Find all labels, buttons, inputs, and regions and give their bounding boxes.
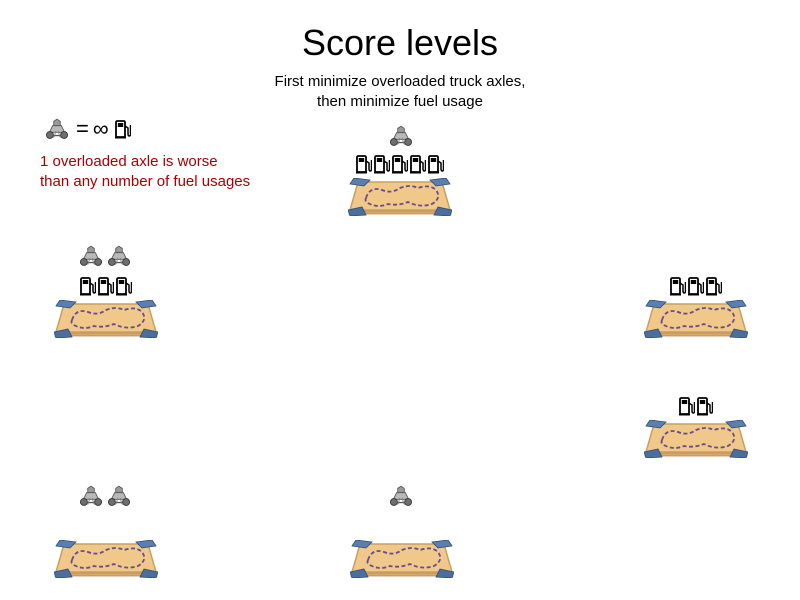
fuel-usage-row [356,154,446,174]
overloaded-axle-row [388,124,416,148]
fuel-pump-icon [392,154,408,174]
map-icon [54,300,158,338]
overloaded-axle-row [78,484,134,508]
fuel-pump-icon [98,276,114,296]
overloaded-axle-icon [44,117,70,141]
fuel-pump-icon [80,276,96,296]
map-icon [54,540,158,578]
subtitle-line-2: then minimize fuel usage [317,93,483,110]
map-icon [644,420,748,458]
fuel-pump-icon [410,154,426,174]
map-icon [644,300,748,338]
fuel-pump-icon [697,396,713,416]
note-line-2: than any number of fuel usages [40,173,251,190]
legend-equals: = [76,116,89,141]
map-icon [350,540,454,578]
fuel-pump-icon [706,276,722,296]
page-title: Score levels [301,22,499,63]
note-text: 1 overloaded axle is worse than any numb… [40,152,250,192]
overloaded-axle-row [78,244,134,268]
overloaded-axle-icon [78,484,104,508]
fuel-pump-icon [670,276,686,296]
overloaded-axle-icon [388,484,414,508]
fuel-pump-icon [356,154,372,174]
overloaded-axle-icon [106,244,132,268]
fuel-pump-icon [374,154,390,174]
page-subtitle: First minimize overloaded truck axles, t… [0,72,800,112]
overloaded-axle-icon [388,124,414,148]
overloaded-axle-icon [78,244,104,268]
map-icon [348,178,452,216]
note-line-1: 1 overloaded axle is worse [40,153,218,170]
overloaded-axle-icon [106,484,132,508]
fuel-pump-icon [428,154,444,174]
fuel-usage-row [679,396,715,416]
fuel-pump-icon [115,119,131,139]
legend: = ∞ [44,116,131,142]
overloaded-axle-row [388,484,416,508]
fuel-pump-icon [688,276,704,296]
fuel-usage-row [670,276,724,296]
subtitle-line-1: First minimize overloaded truck axles, [274,73,526,90]
fuel-pump-icon [679,396,695,416]
fuel-pump-icon [116,276,132,296]
fuel-usage-row [80,276,134,296]
legend-infinity: ∞ [92,116,109,141]
